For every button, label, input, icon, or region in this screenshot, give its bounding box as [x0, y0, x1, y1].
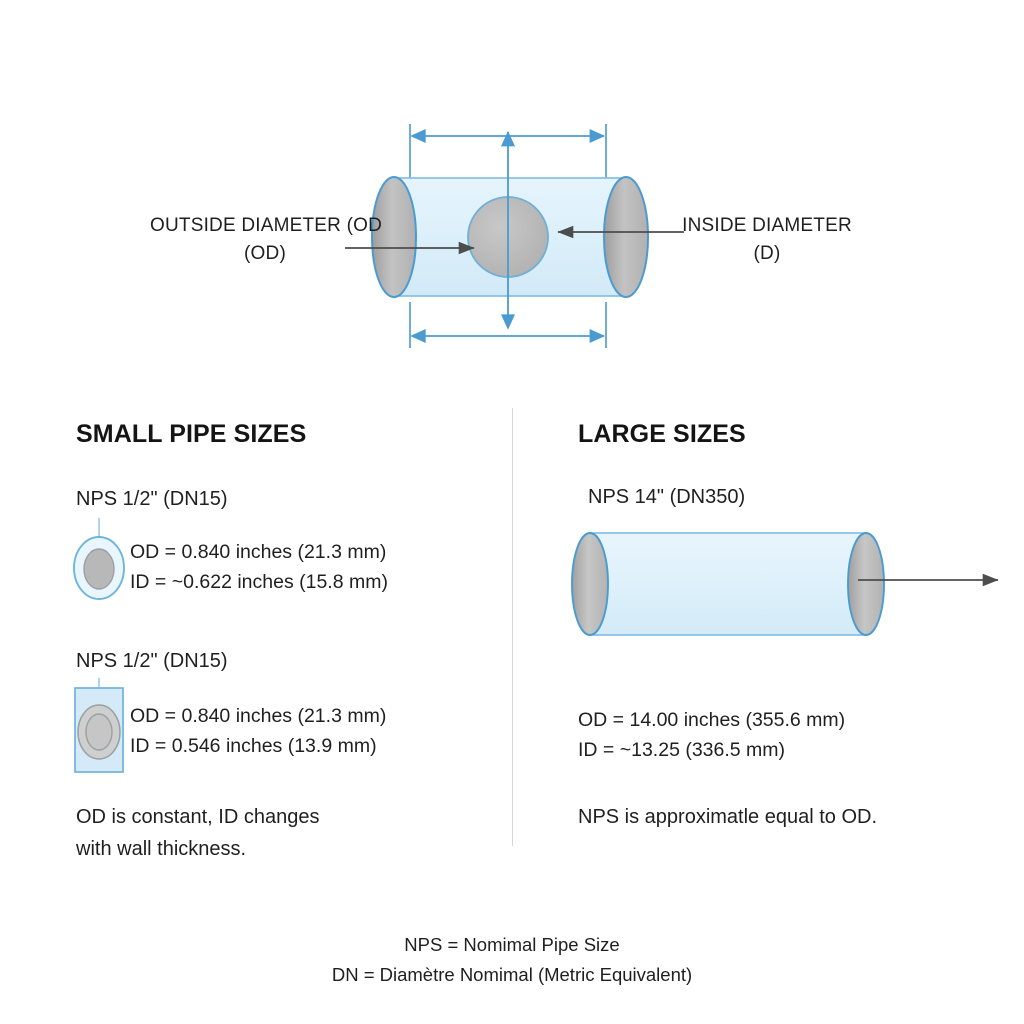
- large-entry-nps-label: NPS 14" (DN350): [588, 486, 746, 508]
- inside-diameter-label-line1: INSIDE DIAMETER: [682, 215, 852, 236]
- large-pipe-cylinder-icon: [571, 532, 999, 636]
- pipe-cross-section-round-icon: [73, 518, 125, 600]
- small-entry-2-specs: OD = 0.840 inches (21.3 mm) ID = 0.546 i…: [130, 702, 386, 761]
- outside-diameter-label-line2: (OD): [244, 242, 286, 264]
- pipe-cross-section-thickwall-icon: [74, 678, 124, 773]
- small-entry-1-specs: OD = 0.840 inches (21.3 mm) ID = ~0.622 …: [130, 538, 388, 597]
- large-entry-od: OD = 14.00 inches (355.6 mm): [578, 709, 846, 731]
- footer-line-nps: NPS = Nomimal Pipe Size: [404, 934, 620, 955]
- small-entry-2-od: OD = 0.840 inches (21.3 mm): [130, 705, 387, 727]
- column-divider: [512, 408, 513, 846]
- large-entry-id: ID = ~13.25 (336.5 mm): [578, 738, 786, 761]
- small-entry-1-od: OD = 0.840 inches (21.3 mm): [130, 541, 387, 563]
- large-entry-specs: OD = 14.00 inches (355.6 mm) ID = ~13.25…: [578, 706, 845, 765]
- small-entry-2-nps-label: NPS 1/2" (DN15): [76, 650, 228, 672]
- inside-diameter-label: INSIDE DIAMETER (D): [672, 212, 862, 267]
- pipe-cylinder-icon: [371, 176, 649, 298]
- small-entry-1-id: ID = ~0.622 inches (15.8 mm): [130, 570, 388, 593]
- small-entry-2-id: ID = 0.546 inches (13.9 mm): [130, 734, 377, 757]
- small-column-note-line1: OD is constant, ID changes: [76, 806, 320, 828]
- footer-legend: NPS = Nomimal Pipe Size DN = Diamètre No…: [0, 930, 1024, 989]
- outside-diameter-label: OUTSIDE DIAMETER (OD (OD): [150, 212, 383, 267]
- large-sizes-heading: LARGE SIZES: [578, 420, 746, 448]
- pipe-dimension-diagram: [345, 124, 684, 348]
- footer-line-dn: DN = Diamètre Nomimal (Metric Equivalent…: [331, 963, 693, 985]
- inside-diameter-label-line2: (D): [753, 242, 781, 264]
- outside-diameter-label-line1: OUTSIDE DIAMETER (OD: [150, 215, 383, 236]
- small-column-note: OD is constant, ID changes with wall thi…: [76, 802, 476, 865]
- small-column-note-line2: with wall thickness.: [76, 837, 247, 860]
- small-pipe-sizes-heading: SMALL PIPE SIZES: [76, 420, 307, 448]
- small-entry-1-nps-label: NPS 1/2" (DN15): [76, 488, 228, 510]
- large-column-note: NPS is approximatle equal to OD.: [578, 806, 878, 828]
